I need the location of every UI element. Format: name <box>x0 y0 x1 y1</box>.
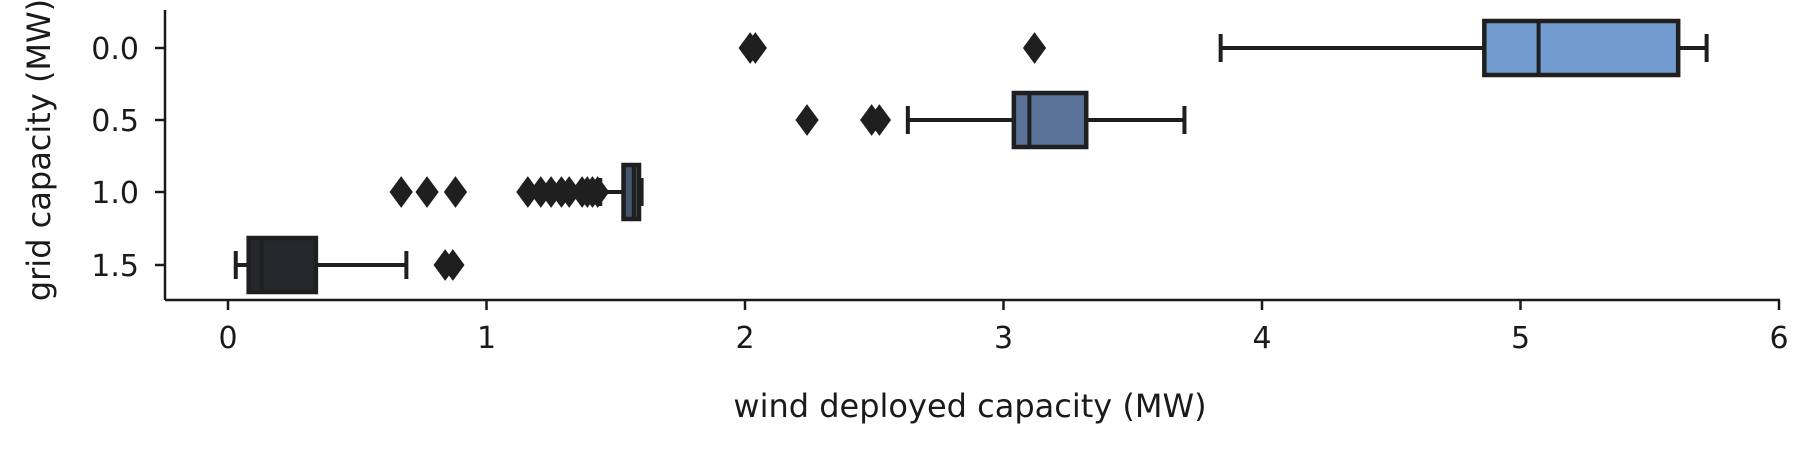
outlier-point <box>586 176 610 208</box>
x-tick-label: 0 <box>218 321 237 356</box>
outlier-point <box>743 32 767 64</box>
outlier-point <box>1022 32 1047 64</box>
outlier-point <box>441 249 465 281</box>
box-iqr <box>1482 18 1681 78</box>
box-group <box>389 162 644 222</box>
x-tick-label: 3 <box>994 321 1013 356</box>
x-tick-label: 5 <box>1511 321 1530 356</box>
y-tick-label: 0.5 <box>91 104 139 139</box>
box-iqr <box>1011 90 1089 150</box>
outlier-point <box>795 104 819 136</box>
y-axis-title: grid capacity (MW) <box>20 0 58 301</box>
box-group <box>233 235 465 295</box>
box-iqr <box>621 162 642 222</box>
x-axis-ticks: 0 1 2 3 4 5 6 <box>218 300 1789 356</box>
outlier-point <box>389 176 413 208</box>
y-tick-label: 1.5 <box>91 249 139 284</box>
box-group <box>738 18 1709 78</box>
box-group <box>795 90 1187 150</box>
outlier-point <box>443 176 468 208</box>
plot-area <box>233 18 1709 295</box>
x-tick-label: 6 <box>1769 321 1788 356</box>
outlier-point <box>867 104 892 136</box>
y-axis-ticks: 0.0 0.5 1.0 1.5 <box>91 32 165 284</box>
box-iqr <box>246 235 319 295</box>
x-axis-title: wind deployed capacity (MW) <box>733 387 1206 425</box>
x-tick-label: 4 <box>1252 321 1271 356</box>
x-tick-label: 1 <box>477 321 496 356</box>
y-tick-label: 0.0 <box>91 32 139 67</box>
outlier-point <box>415 176 439 208</box>
x-tick-label: 2 <box>735 321 754 356</box>
y-tick-label: 1.0 <box>91 176 139 211</box>
